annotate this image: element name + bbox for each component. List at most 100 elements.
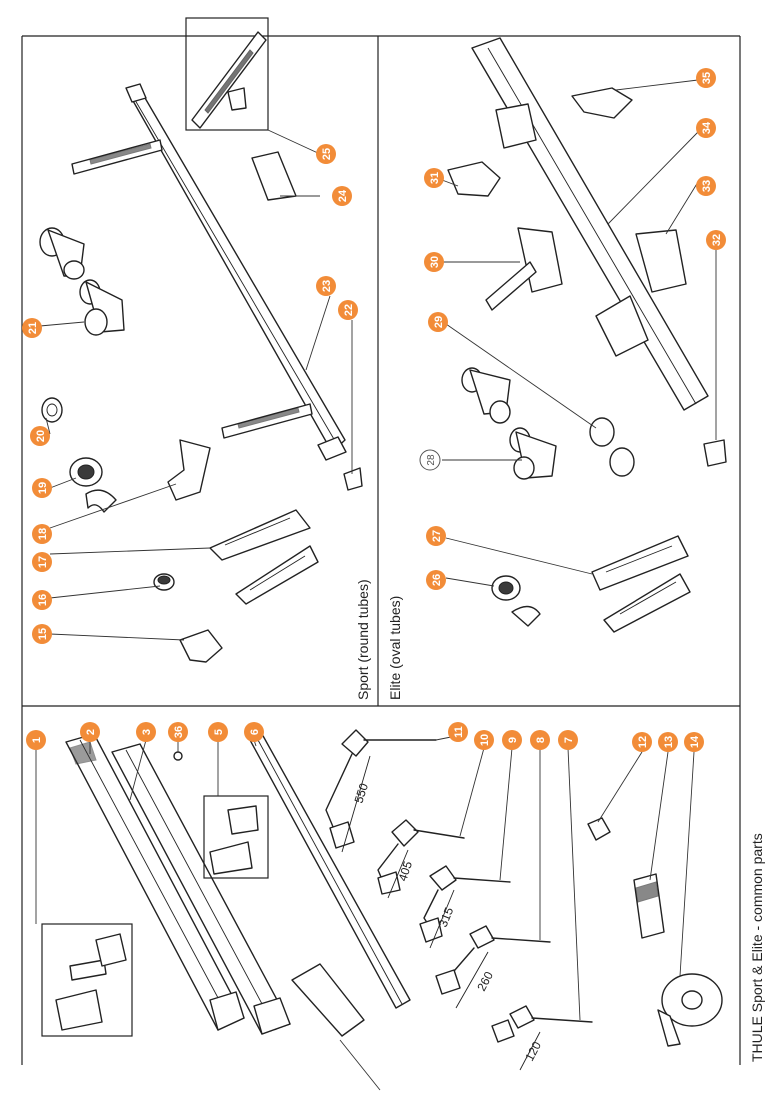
callout-26: 26 xyxy=(426,570,446,590)
svg-text:19: 19 xyxy=(37,482,49,494)
dimension-315: 315 xyxy=(436,905,457,929)
elite-knob-26 xyxy=(491,575,541,627)
svg-text:11: 11 xyxy=(453,726,465,738)
elite-tconnector-29 xyxy=(461,367,511,424)
elite-rail xyxy=(471,37,709,411)
svg-text:9: 9 xyxy=(507,737,519,743)
callout-31: 31 xyxy=(424,168,444,188)
svg-text:12: 12 xyxy=(637,736,649,748)
svg-text:28: 28 xyxy=(426,454,437,466)
common-rod-10 xyxy=(377,819,465,895)
sport-box-25 xyxy=(185,17,269,131)
callout-2: 2 xyxy=(80,722,100,742)
svg-text:27: 27 xyxy=(431,530,443,542)
sport-handle-17 xyxy=(209,509,319,605)
elite-part-31 xyxy=(447,161,501,197)
sport-ring-20 xyxy=(41,397,63,423)
callout-29: 29 xyxy=(428,312,448,332)
callout-18: 18 xyxy=(32,524,52,544)
sport-strap-bottom xyxy=(221,403,313,439)
callouts: 15 16 17 18 19 20 21 22 23 24 25 26 27 2… xyxy=(22,68,726,752)
svg-text:33: 33 xyxy=(701,180,713,192)
svg-text:36: 36 xyxy=(173,726,185,738)
callout-1: 1 xyxy=(26,730,46,750)
callout-28: 28 xyxy=(419,449,441,471)
svg-text:35: 35 xyxy=(701,72,713,84)
callout-6: 6 xyxy=(244,722,264,742)
svg-text:15: 15 xyxy=(37,628,49,640)
common-section-title: THULE Sport & Elite - common parts xyxy=(749,833,765,1062)
common-part-12 xyxy=(587,817,611,841)
sport-rail xyxy=(125,83,347,461)
callout-7: 7 xyxy=(558,730,578,750)
callout-5: 5 xyxy=(208,722,228,742)
svg-text:13: 13 xyxy=(663,736,675,748)
svg-text:32: 32 xyxy=(711,234,723,246)
common-rod-11 xyxy=(325,729,437,849)
svg-text:20: 20 xyxy=(35,430,47,442)
common-parts xyxy=(41,729,723,1071)
elite-tconnector-28 xyxy=(509,427,557,480)
svg-text:2: 2 xyxy=(85,729,97,735)
svg-text:22: 22 xyxy=(343,304,355,316)
svg-text:8: 8 xyxy=(535,737,547,743)
svg-text:31: 31 xyxy=(429,172,441,184)
svg-text:5: 5 xyxy=(213,729,225,735)
sport-section-title: Sport (round tubes) xyxy=(355,579,371,700)
sport-knob-19 xyxy=(69,457,117,513)
common-box-5 xyxy=(203,795,269,879)
svg-text:25: 25 xyxy=(321,148,333,160)
callout-22: 22 xyxy=(338,300,358,320)
svg-text:17: 17 xyxy=(37,556,49,568)
elite-handle-27 xyxy=(591,535,691,633)
callout-27: 27 xyxy=(426,526,446,546)
common-rod-7 xyxy=(491,1005,593,1043)
callout-21: 21 xyxy=(22,318,42,338)
callout-19: 19 xyxy=(32,478,52,498)
sport-tconnector-21 xyxy=(39,227,125,336)
callout-16: 16 xyxy=(32,590,52,610)
svg-text:14: 14 xyxy=(689,735,701,748)
callout-9: 9 xyxy=(502,730,522,750)
common-screw-36 xyxy=(173,751,183,761)
svg-text:34: 34 xyxy=(701,121,713,134)
svg-text:3: 3 xyxy=(141,729,153,735)
callout-34: 34 xyxy=(696,118,716,138)
elite-clamp-30 xyxy=(485,227,563,311)
sport-part-24 xyxy=(251,151,297,201)
callout-24: 24 xyxy=(332,186,352,206)
callout-23: 23 xyxy=(316,276,336,296)
common-tape-14 xyxy=(657,973,723,1047)
callout-33: 33 xyxy=(696,176,716,196)
callout-17: 17 xyxy=(32,552,52,572)
dimension-550: 550 xyxy=(352,781,372,805)
sport-part-15 xyxy=(179,629,223,663)
dimension-lines xyxy=(341,755,541,1071)
svg-text:26: 26 xyxy=(431,574,443,586)
svg-text:1: 1 xyxy=(31,737,43,743)
svg-text:16: 16 xyxy=(37,594,49,606)
callout-11: 11 xyxy=(448,722,468,742)
callout-10: 10 xyxy=(474,730,494,750)
callout-32: 32 xyxy=(706,230,726,250)
callout-8: 8 xyxy=(530,730,550,750)
elite-ring-b xyxy=(609,447,635,477)
elite-part-33 xyxy=(635,229,687,293)
sport-parts xyxy=(39,17,363,663)
elite-ring-a xyxy=(589,417,615,447)
callout-15: 15 xyxy=(32,624,52,644)
svg-text:18: 18 xyxy=(37,528,49,540)
callout-13: 13 xyxy=(658,732,678,752)
svg-text:21: 21 xyxy=(27,322,39,334)
svg-text:10: 10 xyxy=(479,734,491,746)
callout-3: 3 xyxy=(136,722,156,742)
callout-20: 20 xyxy=(30,426,50,446)
sport-part-22 xyxy=(343,467,363,491)
svg-text:30: 30 xyxy=(429,256,441,268)
elite-section-title: Elite (oval tubes) xyxy=(387,596,403,700)
callout-12: 12 xyxy=(632,732,652,752)
elite-part-35 xyxy=(571,87,633,119)
common-rod-8 xyxy=(435,925,551,995)
svg-text:24: 24 xyxy=(337,189,349,202)
